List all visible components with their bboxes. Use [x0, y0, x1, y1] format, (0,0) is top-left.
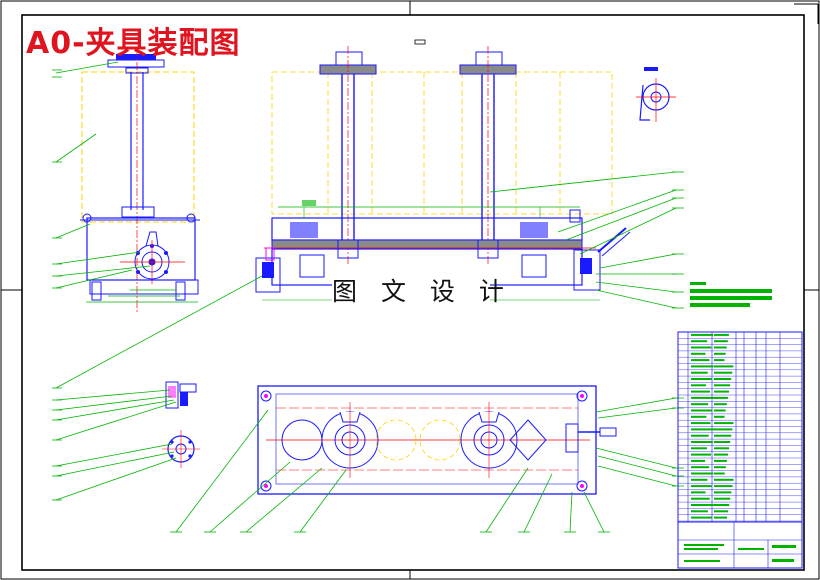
section-b-b [636, 67, 676, 122]
watermark-label: 图 文 设 计 [332, 276, 512, 308]
inner-frame [21, 14, 805, 571]
drawing-title: A0-夹具装配图 [26, 26, 241, 61]
plan-view [257, 385, 617, 495]
leader-lines [55, 61, 677, 533]
front-view [255, 39, 631, 301]
side-view [80, 48, 200, 312]
parts-list [677, 331, 803, 523]
technical-notes [690, 282, 772, 307]
title-block [677, 521, 803, 569]
detail-views [162, 381, 200, 468]
